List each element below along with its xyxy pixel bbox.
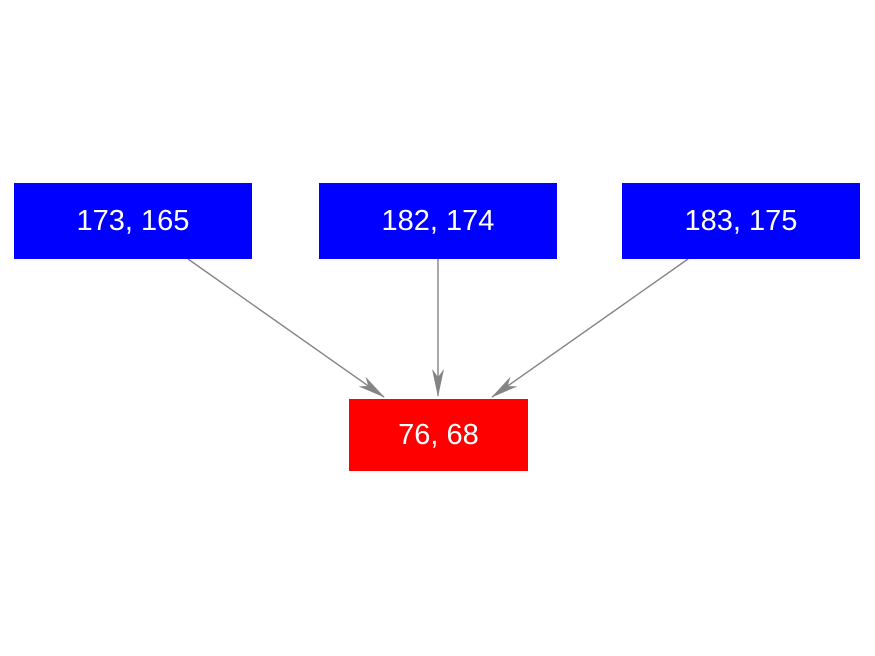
node-source-3: 183, 175 (622, 183, 860, 259)
node-target: 76, 68 (349, 399, 528, 471)
node-target-label: 76, 68 (398, 418, 479, 451)
node-source-1-label: 173, 165 (76, 204, 190, 237)
node-source-2: 182, 174 (319, 183, 557, 259)
node-source-1: 173, 165 (14, 183, 252, 259)
edge-source3-to-target (491, 258, 689, 398)
node-source-2-label: 182, 174 (381, 204, 495, 237)
edge-source1-to-target (187, 258, 385, 398)
node-source-3-label: 183, 175 (684, 204, 798, 237)
